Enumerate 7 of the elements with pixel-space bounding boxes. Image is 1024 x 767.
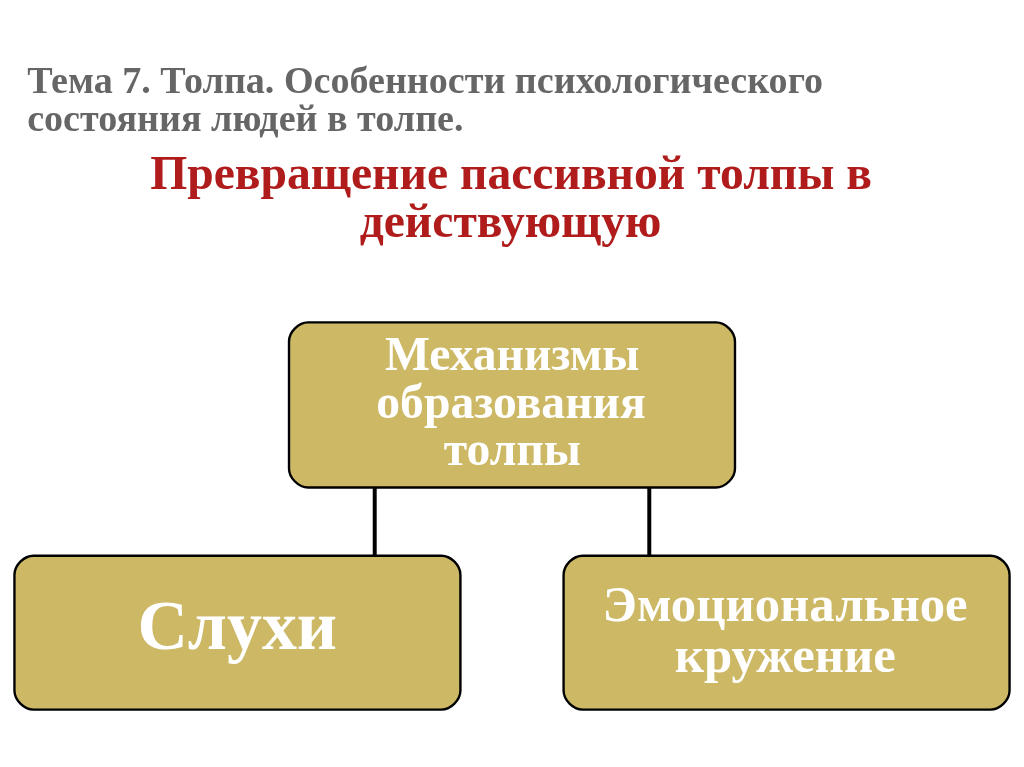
node-box: Эмоциональное кружение bbox=[562, 554, 1011, 711]
connector bbox=[372, 487, 377, 556]
node-box: Механизмы образования толпы bbox=[287, 321, 737, 489]
diagram-title: Тема 7. Толпа. Особенности психологического состояния людей в толпе. bbox=[27, 58, 824, 139]
label: Превращение пассивной толпы в действующую bbox=[150, 147, 873, 247]
node-box: Слухи bbox=[13, 554, 462, 711]
connector bbox=[647, 487, 652, 556]
